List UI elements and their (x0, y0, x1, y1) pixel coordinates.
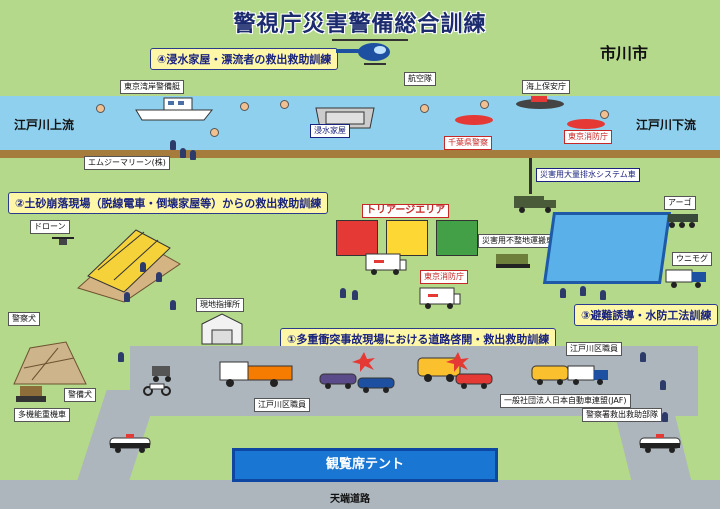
banner-landslide-rescue: ②土砂崩落現場（脱線電車・倒壊家屋等）からの救出救助訓練 (8, 192, 329, 214)
helicopter-icon (332, 39, 408, 65)
label-mg-marine: エムジーマリーン(株) (84, 156, 170, 170)
rescuer-figure (170, 300, 176, 310)
label-unlevel-truck: 災害用不整地運搬車 (478, 234, 558, 248)
officer-figure (660, 380, 666, 390)
water-pool (542, 212, 672, 284)
crash-burst-icon (352, 352, 375, 372)
ambulance-icon (365, 253, 407, 275)
tow-truck-icon (567, 365, 608, 385)
levee (0, 150, 720, 158)
heavy-machine-icon (16, 386, 46, 402)
label-coast-guard: 海上保安庁 (522, 80, 570, 94)
rescuer-figure (156, 272, 162, 282)
banner-flood-rescue: ④浸水家屋・漂流者の救出救助訓練 (150, 48, 339, 70)
field-hq-tent-icon (201, 313, 243, 345)
rescue-boat-icon (516, 96, 564, 109)
label-triage-area: トリアージエリア (362, 204, 450, 218)
rescuer-figure (352, 290, 358, 300)
rescuer-figure (170, 140, 176, 150)
drainage-truck-icon (514, 196, 556, 213)
drain-hose (529, 158, 532, 194)
label-drone: ドローン (30, 220, 70, 234)
label-air-unit: 航空隊 (404, 72, 436, 86)
river-downstream-label: 江戸川下流 (636, 118, 697, 132)
label-unimog: ウニモグ (672, 252, 712, 266)
label-edogawa-staff-2: 江戸川区職員 (566, 342, 622, 356)
officer-figure (118, 352, 124, 362)
unimog-truck-icon (665, 269, 706, 288)
swimmer (420, 104, 429, 113)
officer-figure (662, 412, 668, 422)
car-icon (455, 373, 493, 389)
fire-boat-icon (567, 119, 605, 129)
road-label: 天端道路 (330, 494, 370, 505)
swimmer (280, 100, 289, 109)
derailed-train-icon (77, 229, 181, 303)
rescuer-figure (190, 150, 196, 160)
dump-truck-icon (219, 361, 293, 387)
label-tokyo-coast-guard: 東京湾岸警備艇 (120, 80, 184, 94)
rescuer-figure (124, 292, 130, 302)
patrol-car-icon (109, 434, 151, 453)
rescuer-figure (560, 288, 566, 298)
label-jaf: 一般社団法人日本自動車連盟(JAF) (500, 394, 631, 408)
drone-icon (52, 237, 74, 245)
rescuer-figure (340, 288, 346, 298)
rescuer-figure (180, 148, 186, 158)
banner-evacuation: ③避難誘導・水防工法訓練 (574, 304, 719, 326)
swimmer (210, 128, 219, 137)
unlevel-carrier-icon (496, 254, 530, 268)
motorcycle-icon (143, 383, 171, 396)
forklift-icon (152, 366, 171, 382)
label-flooded-house: 浸水家屋 (310, 124, 350, 138)
city-label: 市川市 (600, 44, 649, 63)
page-title: 警視庁災害警備総合訓練 (233, 12, 487, 37)
label-police-rescue: 警察署救出救助部隊 (582, 408, 662, 422)
car-icon (357, 377, 395, 393)
label-field-hq: 現地指揮所 (196, 298, 244, 312)
ambulance-icon (419, 287, 461, 309)
patrol-car-icon (639, 434, 681, 453)
label-heavy-machine: 多機能重機車 (14, 408, 70, 422)
label-argo: アーゴ (664, 196, 696, 210)
triage-yellow-card (386, 220, 428, 256)
chiba-boat-icon (455, 115, 493, 125)
swimmer (600, 110, 609, 119)
label-tokyo-fire-2: 東京消防庁 (420, 270, 468, 284)
crash-burst-icon (446, 352, 469, 372)
label-edogawa-staff-1: 江戸川区職員 (254, 398, 310, 412)
flooded-house-icon (315, 107, 375, 129)
banner-collision-rescue: ①多重衝突事故現場における道路啓開・救出救助訓練 (280, 328, 557, 350)
officer-figure (640, 352, 646, 362)
argo-vehicle-icon (668, 214, 698, 228)
triage-green-card (436, 220, 478, 256)
collapsed-house-icon (13, 341, 87, 385)
rescuer-figure (580, 286, 586, 296)
label-chiba-police: 千葉県警察 (444, 136, 492, 150)
swimmer (96, 104, 105, 113)
rescuer-figure (140, 262, 146, 272)
swimmer (480, 100, 489, 109)
rescuer-figure (600, 290, 606, 300)
label-drainage-truck: 災害用大量排水システム車 (536, 168, 640, 182)
patrol-boat-icon (135, 97, 214, 121)
river-upstream-label: 江戸川上流 (14, 118, 75, 132)
van-icon (531, 365, 569, 385)
road-surface (0, 480, 720, 509)
triage-red-card (336, 220, 378, 256)
label-police-dog-2: 警備犬 (64, 388, 96, 402)
swimmer (240, 102, 249, 111)
viewing-tent: 観覧席テント (232, 448, 498, 482)
label-police-dog: 警察犬 (8, 312, 40, 326)
car-icon (319, 373, 357, 389)
label-tokyo-fire: 東京消防庁 (564, 130, 612, 144)
